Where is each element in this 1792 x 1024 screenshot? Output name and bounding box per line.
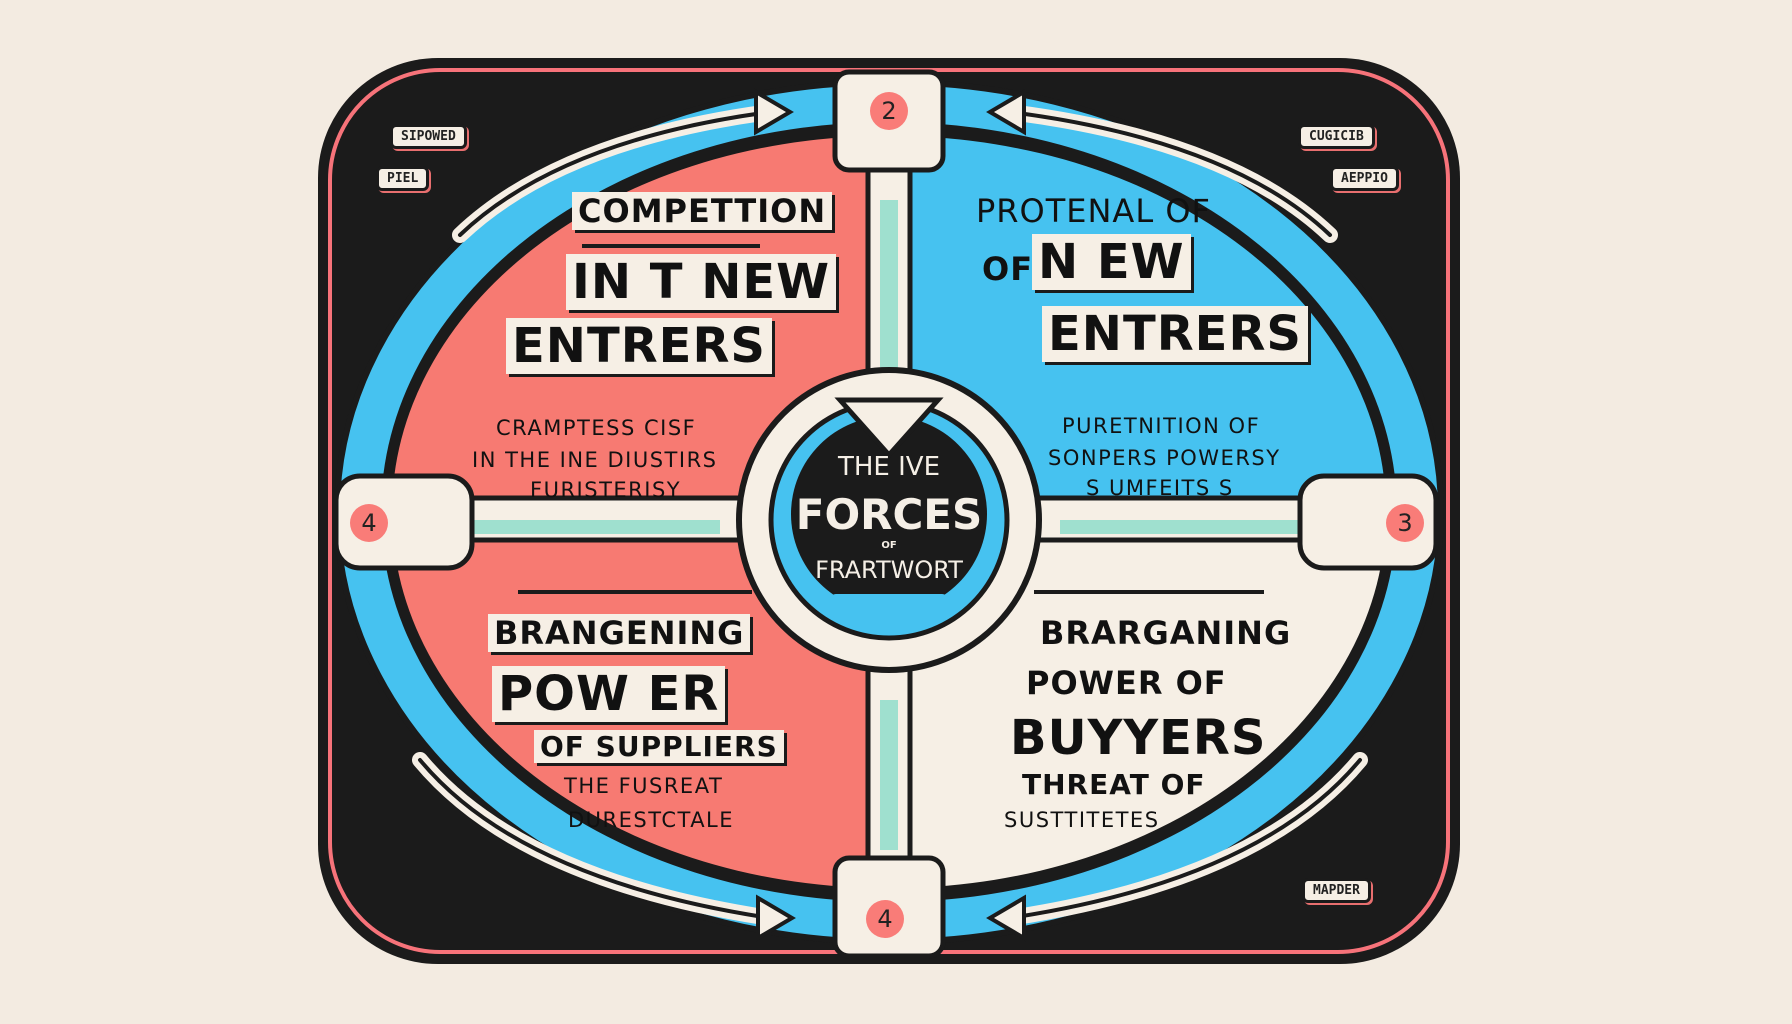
bl-title-3: OF SUPPLIERS xyxy=(534,730,784,763)
horizontal-connector-mint-left xyxy=(420,520,720,534)
cap-left xyxy=(333,473,475,571)
br-title-3: BUYYERS xyxy=(1010,710,1267,766)
badge-bottom: 4 xyxy=(866,900,904,938)
tag-top-left-1: SIPOWED xyxy=(390,124,467,149)
arrow-top-right-head xyxy=(986,88,1026,136)
tr-title-2: N EW xyxy=(1032,234,1191,290)
bl-title-2: POW ER xyxy=(492,666,726,722)
center-pointer xyxy=(834,397,944,459)
center-line-1: THE IVE xyxy=(837,452,940,482)
arrow-top-left-head xyxy=(754,88,794,136)
center-core xyxy=(791,416,987,612)
tr-sub-1: PURETNITION OF xyxy=(1062,414,1261,438)
badge-left: 4 xyxy=(350,504,388,542)
bl-sub-1: THE FUSREAT xyxy=(564,774,724,798)
br-title-1: BRARGANING xyxy=(1040,614,1292,652)
tr-title-1: PROTENAL OF xyxy=(976,192,1211,230)
tag-top-left-2: PIEL xyxy=(376,166,430,191)
br-sub-2: SUSTTITETES xyxy=(1004,808,1160,832)
vertical-connector-mint-bottom xyxy=(880,700,898,850)
bl-sub-2: DURESTCTALE xyxy=(568,808,735,832)
tl-sub-2: IN THE INE DIUSTIRS xyxy=(472,448,718,472)
center-line-4: FRARTWORT xyxy=(815,556,963,584)
tag-top-right-2: AEPPIO xyxy=(1330,166,1399,191)
br-title-2: POWER OF xyxy=(1026,664,1227,702)
bl-title-1: BRANGENING xyxy=(488,614,751,652)
center-line-3: OF xyxy=(881,540,897,551)
tr-sub-3: S UMFEITS S xyxy=(1086,476,1234,500)
tag-top-right-1: CUGICIB xyxy=(1298,124,1375,149)
quadrant-bottom-right xyxy=(899,512,1386,888)
arrow-top-right-outline xyxy=(1008,110,1332,237)
tag-bottom-right: MAPDER xyxy=(1302,878,1371,903)
cap-right xyxy=(1297,473,1439,571)
badge-top: 2 xyxy=(870,92,908,130)
arrow-bottom-left-outline xyxy=(418,758,772,920)
center-blue-bar xyxy=(830,594,948,616)
arrow-bottom-right-outline xyxy=(1008,758,1362,920)
tl-title-3: ENTRERS xyxy=(506,318,772,374)
br-sub-1: THREAT OF xyxy=(1022,768,1206,801)
tl-sub-1: CRAMPTESS CISF xyxy=(496,416,697,440)
arrow-top-left-outline xyxy=(458,110,772,237)
badge-right: 3 xyxy=(1386,504,1424,542)
tr-title-3: ENTRERS xyxy=(1042,306,1308,362)
tr-title-2-prefix: OF xyxy=(982,250,1034,288)
tl-title-2: IN T NEW xyxy=(566,254,837,310)
tl-title-1: COMPETTION xyxy=(572,192,833,230)
center-line-2: FORCES xyxy=(795,490,983,539)
tr-sub-2: SONPERS POWERSY xyxy=(1048,446,1281,470)
arrow-bottom-right-head xyxy=(986,894,1026,942)
horizontal-connector-mint-right xyxy=(1060,520,1360,534)
vertical-connector-mint-top xyxy=(880,200,898,390)
tl-sub-3: FURISTERISY xyxy=(530,478,682,502)
arrow-bottom-left-head xyxy=(756,894,796,942)
